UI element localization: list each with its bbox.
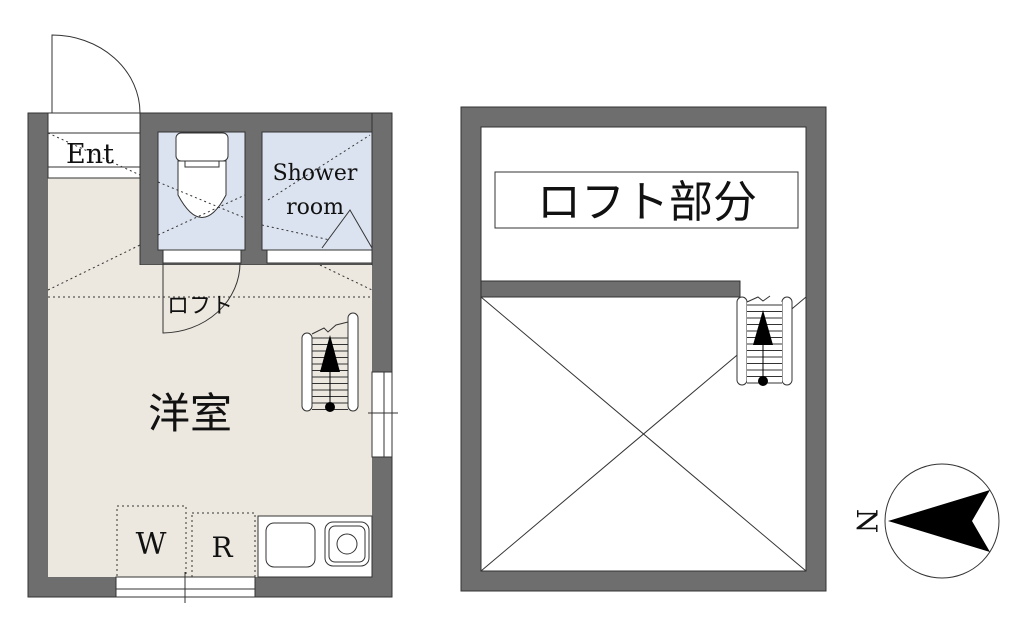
entrance-door-opening[interactable]: [47, 112, 141, 134]
entrance-door-swing: [51, 34, 141, 114]
loft-title-box: [494, 171, 799, 229]
loft-stairs-icon: [736, 295, 793, 386]
loft-floor: ロフト部分: [460, 106, 827, 592]
loft-hint-label: ロフト: [167, 294, 233, 319]
entrance-label: Ent: [66, 139, 114, 170]
shower-room-label-line2: room: [286, 195, 344, 220]
toilet-door-swing: [162, 262, 241, 334]
loft-outline: [47, 132, 373, 298]
loft-edge-wall: [480, 280, 741, 298]
stairs-icon: [301, 312, 359, 412]
sink-icon: [265, 522, 316, 568]
shower-room-label-line1: Shower: [273, 161, 358, 186]
shower-room: [261, 131, 373, 251]
fridge-space: [191, 512, 256, 578]
window-east[interactable]: [371, 371, 393, 458]
washer-label: W: [136, 527, 167, 562]
shower-door-opening: [266, 249, 373, 264]
compass-north-label: N: [850, 509, 883, 534]
toilet-door-opening: [162, 249, 242, 264]
fridge-label: R: [211, 531, 233, 564]
shower-fixture: [321, 209, 373, 249]
toilet-icon: [175, 132, 229, 218]
compass-icon: N: [850, 463, 1000, 579]
main-floor: Ent Shower room ロフト 洋室 W R: [27, 34, 398, 603]
stove-icon: [324, 521, 370, 567]
loft-title: ロフト部分: [537, 177, 757, 228]
western-room-label: 洋室: [148, 389, 232, 438]
